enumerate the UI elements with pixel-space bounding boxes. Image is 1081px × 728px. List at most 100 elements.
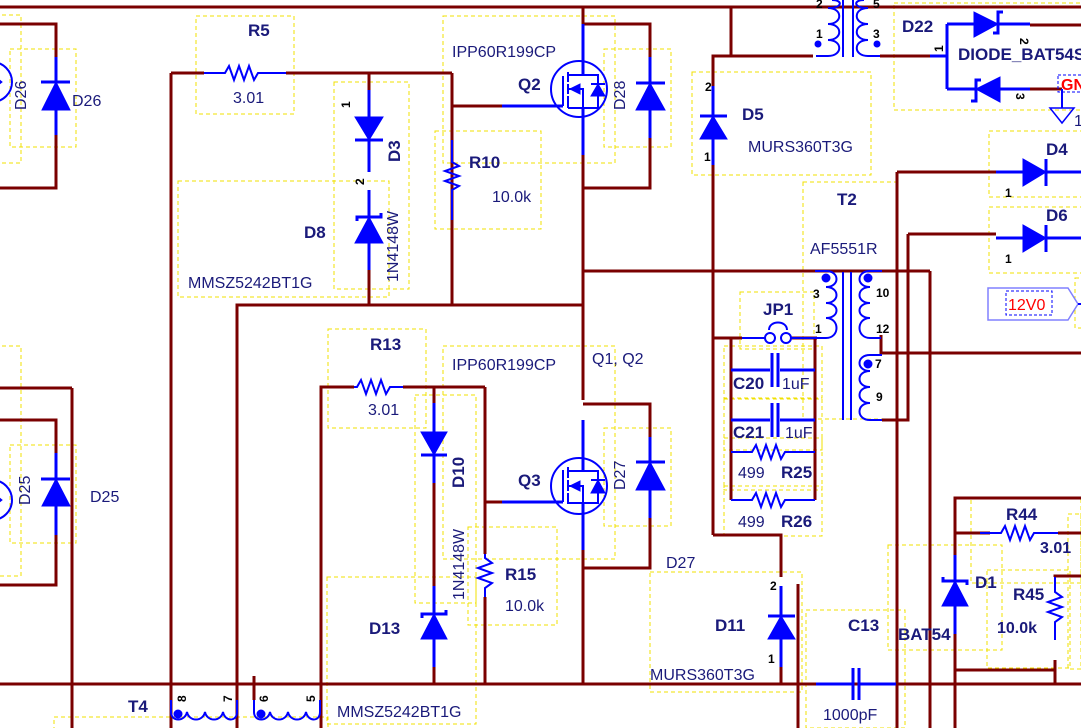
r10-value: 10.0k bbox=[492, 189, 532, 206]
d8-ref: D8 bbox=[304, 223, 326, 242]
t2-pin12: 12 bbox=[876, 322, 890, 336]
resistor-r26[interactable]: 499 R26 bbox=[731, 490, 815, 531]
diode-d25[interactable]: D25 D25 bbox=[17, 453, 119, 535]
capacitor-c20[interactable]: C20 1uF bbox=[731, 353, 815, 393]
t2-value: AF5551R bbox=[810, 241, 878, 258]
t2-pin10: 10 bbox=[876, 286, 890, 300]
t2-pin9: 9 bbox=[876, 390, 883, 404]
resistor-r10[interactable]: R10 10.0k bbox=[442, 140, 532, 220]
diode-d6[interactable]: D6 1 bbox=[996, 206, 1081, 266]
resistor-r45[interactable]: R45 10.0k bbox=[997, 577, 1065, 640]
resistor-r25[interactable]: 499 R25 bbox=[731, 442, 815, 482]
capacitor-c13[interactable]: C13 1000pF bbox=[816, 616, 896, 724]
q3-part: IPP60R199CP bbox=[452, 357, 556, 374]
diode-d22[interactable]: D22 1 DIODE_BAT54STA 2 3 bbox=[902, 10, 1081, 103]
diode-d28[interactable]: D28 bbox=[612, 57, 666, 138]
mosfet-q3[interactable]: IPP60R199CP Q1, Q2 Q3 bbox=[452, 351, 644, 550]
diode-d5[interactable]: 2 1 D5 MURS360T3G bbox=[699, 80, 853, 165]
resistor-r13[interactable]: R13 3.01 bbox=[354, 335, 403, 419]
mosfet-partial-top bbox=[0, 62, 13, 102]
r25-value: 499 bbox=[738, 465, 765, 482]
d5-pin1: 1 bbox=[704, 150, 711, 164]
diode-d4[interactable]: D4 1 bbox=[996, 140, 1081, 200]
zener-d13[interactable]: D13 MMSZ5242BT1G bbox=[337, 586, 461, 721]
diode-d11[interactable]: 2 1 D11 MURS360T3G bbox=[650, 579, 796, 684]
t2-pin1: 1 bbox=[815, 322, 822, 336]
t2-pin3: 3 bbox=[813, 287, 820, 301]
r5-ref: R5 bbox=[248, 21, 270, 40]
d13-value: MMSZ5242BT1G bbox=[337, 704, 461, 721]
d25-ref-vertical: D25 bbox=[17, 476, 34, 505]
diode-d26[interactable]: D26 D26 bbox=[13, 57, 101, 135]
t4-pin6: 6 bbox=[257, 695, 271, 702]
r10-ref: R10 bbox=[469, 153, 500, 172]
diode-d10[interactable]: D10 1N4148W bbox=[420, 403, 468, 600]
capacitor-c21[interactable]: C21 1uF bbox=[731, 403, 815, 442]
diode-d27[interactable]: D27 D27 bbox=[612, 437, 695, 572]
c21-value: 1uF bbox=[785, 425, 813, 442]
t1-pin3: 3 bbox=[873, 27, 880, 41]
d11-pin1: 1 bbox=[768, 652, 775, 666]
d11-pin2: 2 bbox=[770, 579, 777, 593]
jumper-jp1[interactable]: JP1 bbox=[742, 300, 815, 344]
d10-ref: D10 bbox=[449, 457, 468, 488]
c20-ref: C20 bbox=[733, 374, 764, 393]
r44-value: 3.01 bbox=[1040, 540, 1071, 557]
q2-ref: Q2 bbox=[518, 75, 541, 94]
d26-ref: D26 bbox=[72, 93, 101, 110]
d5-value: MURS360T3G bbox=[748, 139, 853, 156]
resistor-r15[interactable]: R15 10.0k bbox=[475, 554, 545, 615]
gnd-symbol[interactable]: GN 1 bbox=[1048, 74, 1081, 130]
r45-ref: R45 bbox=[1013, 585, 1044, 604]
r25-ref: R25 bbox=[781, 463, 812, 482]
r26-ref: R26 bbox=[781, 512, 812, 531]
transformer-t4[interactable]: T4 8 7 6 5 bbox=[128, 676, 321, 721]
transformer-t2[interactable]: T2 AF5551R 3 1 10 12 7 9 bbox=[810, 190, 890, 421]
mosfet-q2[interactable]: IPP60R199CP Q2 bbox=[452, 24, 608, 155]
net-12v0-connector[interactable]: 12V0 bbox=[987, 287, 1081, 321]
resistor-r5[interactable]: R5 3.01 bbox=[204, 21, 286, 107]
c21-ref: C21 bbox=[733, 423, 764, 442]
t4-pin8: 8 bbox=[175, 695, 189, 702]
d4-pin1: 1 bbox=[1005, 186, 1012, 200]
d1-ref: D1 bbox=[975, 573, 997, 592]
c20-value: 1uF bbox=[782, 376, 810, 393]
t1-pin2: 2 bbox=[816, 0, 823, 11]
d3-ref: D3 bbox=[385, 140, 404, 162]
d22-value: DIODE_BAT54STA bbox=[958, 45, 1081, 64]
d22-pin3: 3 bbox=[1013, 93, 1027, 100]
d3-pin2: 2 bbox=[353, 178, 367, 185]
resistor-r44[interactable]: R44 3.01 bbox=[980, 505, 1071, 557]
net-12v0-label: 12V0 bbox=[1008, 297, 1045, 314]
transformer-t1[interactable]: 2 1 5 3 bbox=[814, 0, 881, 57]
d3-value: 1N4148W bbox=[385, 210, 402, 282]
d26-ref-vertical: D26 bbox=[13, 81, 30, 110]
d1-value: BAT54 bbox=[898, 625, 951, 644]
t4-pin5: 5 bbox=[304, 695, 318, 702]
r45-value: 10.0k bbox=[997, 620, 1037, 637]
d5-ref: D5 bbox=[742, 105, 764, 124]
diode-d3[interactable]: 1 2 D3 bbox=[339, 90, 404, 185]
mosfet-partial-bottom bbox=[0, 480, 13, 520]
d8-value: MMSZ5242BT1G bbox=[188, 275, 312, 292]
d27-ref: D27 bbox=[666, 555, 695, 572]
zener-d8[interactable]: D8 MMSZ5242BT1G 1N4148W bbox=[188, 190, 402, 292]
t1-pin1: 1 bbox=[816, 27, 823, 41]
d3-pin1: 1 bbox=[339, 101, 353, 108]
d25-ref: D25 bbox=[90, 489, 119, 506]
r15-ref: R15 bbox=[505, 565, 536, 584]
schottky-d1[interactable]: D1 BAT54 bbox=[898, 555, 997, 644]
d11-ref: D11 bbox=[715, 616, 745, 635]
d5-pin2: 2 bbox=[705, 80, 712, 94]
gnd-pin: 1 bbox=[1074, 113, 1081, 130]
d22-ref: D22 bbox=[902, 17, 933, 36]
d4-ref: D4 bbox=[1046, 140, 1068, 159]
jp1-ref: JP1 bbox=[763, 300, 793, 319]
t2-pin7: 7 bbox=[875, 357, 882, 371]
d11-value: MURS360T3G bbox=[650, 667, 755, 684]
t1-pin5: 5 bbox=[873, 0, 880, 11]
t4-ref: T4 bbox=[128, 697, 148, 716]
q3-ref: Q3 bbox=[518, 471, 541, 490]
wires bbox=[0, 5, 1081, 728]
